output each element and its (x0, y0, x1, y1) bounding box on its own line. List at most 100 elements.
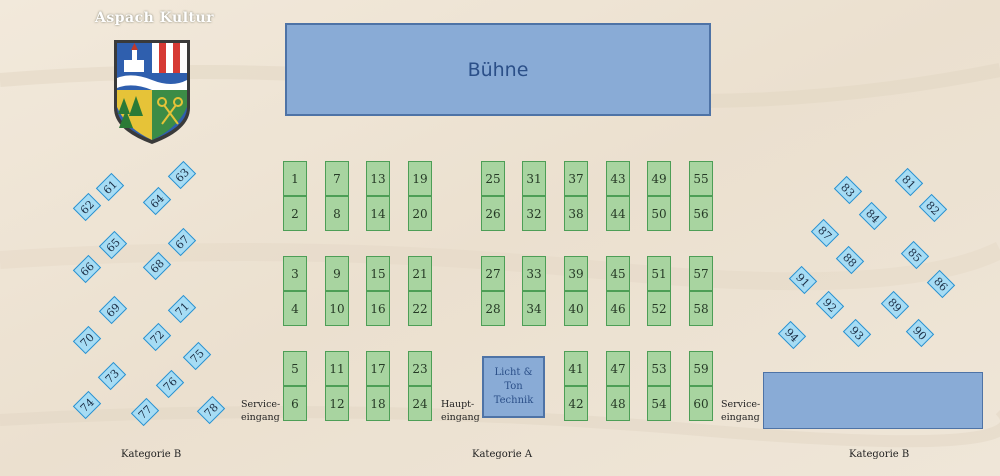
table-8[interactable]: 8 (325, 196, 349, 231)
table-2[interactable]: 2 (283, 196, 307, 231)
service-entrance-left: Service-eingang (241, 399, 281, 423)
table-81[interactable]: 81 (894, 167, 924, 197)
brand-title: Aspach Kultur (95, 10, 215, 26)
table-19[interactable]: 19 (408, 161, 432, 196)
table-32[interactable]: 32 (522, 196, 546, 231)
table-51[interactable]: 51 (647, 256, 671, 291)
table-43[interactable]: 43 (606, 161, 630, 196)
table-4[interactable]: 4 (283, 291, 307, 326)
table-44[interactable]: 44 (606, 196, 630, 231)
table-58[interactable]: 58 (689, 291, 713, 326)
table-84[interactable]: 84 (858, 201, 888, 231)
table-15[interactable]: 15 (366, 256, 390, 291)
table-60[interactable]: 60 (689, 386, 713, 421)
table-24[interactable]: 24 (408, 386, 432, 421)
table-42[interactable]: 42 (564, 386, 588, 421)
table-53[interactable]: 53 (647, 351, 671, 386)
table-64[interactable]: 64 (142, 186, 172, 216)
table-86[interactable]: 86 (926, 269, 956, 299)
table-50[interactable]: 50 (647, 196, 671, 231)
category-b-left-label: Kategorie B (121, 449, 182, 460)
table-17[interactable]: 17 (366, 351, 390, 386)
table-74[interactable]: 74 (72, 390, 102, 420)
light-sound-technik: Licht & Ton Technik (482, 356, 545, 418)
table-37[interactable]: 37 (564, 161, 588, 196)
category-b-right-label: Kategorie B (849, 449, 910, 460)
table-13[interactable]: 13 (366, 161, 390, 196)
table-82[interactable]: 82 (918, 193, 948, 223)
table-68[interactable]: 68 (142, 251, 172, 281)
table-57[interactable]: 57 (689, 256, 713, 291)
table-11[interactable]: 11 (325, 351, 349, 386)
table-75[interactable]: 75 (182, 341, 212, 371)
table-27[interactable]: 27 (481, 256, 505, 291)
table-54[interactable]: 54 (647, 386, 671, 421)
table-10[interactable]: 10 (325, 291, 349, 326)
table-7[interactable]: 7 (325, 161, 349, 196)
table-12[interactable]: 12 (325, 386, 349, 421)
table-14[interactable]: 14 (366, 196, 390, 231)
table-61[interactable]: 61 (95, 172, 125, 202)
table-38[interactable]: 38 (564, 196, 588, 231)
table-85[interactable]: 85 (900, 240, 930, 270)
table-56[interactable]: 56 (689, 196, 713, 231)
table-47[interactable]: 47 (606, 351, 630, 386)
table-72[interactable]: 72 (142, 322, 172, 352)
side-bar-block (763, 372, 983, 429)
stage: Bühne (285, 23, 711, 116)
table-28[interactable]: 28 (481, 291, 505, 326)
table-41[interactable]: 41 (564, 351, 588, 386)
table-49[interactable]: 49 (647, 161, 671, 196)
table-20[interactable]: 20 (408, 196, 432, 231)
table-91[interactable]: 91 (788, 265, 818, 295)
table-89[interactable]: 89 (880, 290, 910, 320)
table-92[interactable]: 92 (815, 290, 845, 320)
table-39[interactable]: 39 (564, 256, 588, 291)
table-1[interactable]: 1 (283, 161, 307, 196)
service-entrance-right: Service-eingang (721, 399, 761, 423)
table-25[interactable]: 25 (481, 161, 505, 196)
table-73[interactable]: 73 (97, 361, 127, 391)
table-62[interactable]: 62 (72, 192, 102, 222)
table-45[interactable]: 45 (606, 256, 630, 291)
table-77[interactable]: 77 (130, 397, 160, 427)
table-55[interactable]: 55 (689, 161, 713, 196)
table-40[interactable]: 40 (564, 291, 588, 326)
table-83[interactable]: 83 (833, 175, 863, 205)
table-59[interactable]: 59 (689, 351, 713, 386)
table-18[interactable]: 18 (366, 386, 390, 421)
main-entrance: Haupt-eingang (441, 399, 480, 423)
table-65[interactable]: 65 (98, 230, 128, 260)
table-93[interactable]: 93 (842, 318, 872, 348)
table-63[interactable]: 63 (167, 160, 197, 190)
table-26[interactable]: 26 (481, 196, 505, 231)
table-88[interactable]: 88 (835, 245, 865, 275)
table-23[interactable]: 23 (408, 351, 432, 386)
table-78[interactable]: 78 (196, 395, 226, 425)
table-71[interactable]: 71 (167, 294, 197, 324)
table-3[interactable]: 3 (283, 256, 307, 291)
table-22[interactable]: 22 (408, 291, 432, 326)
table-5[interactable]: 5 (283, 351, 307, 386)
table-16[interactable]: 16 (366, 291, 390, 326)
table-34[interactable]: 34 (522, 291, 546, 326)
table-48[interactable]: 48 (606, 386, 630, 421)
table-46[interactable]: 46 (606, 291, 630, 326)
table-21[interactable]: 21 (408, 256, 432, 291)
table-6[interactable]: 6 (283, 386, 307, 421)
table-70[interactable]: 70 (72, 325, 102, 355)
table-31[interactable]: 31 (522, 161, 546, 196)
table-66[interactable]: 66 (72, 254, 102, 284)
table-90[interactable]: 90 (905, 318, 935, 348)
table-87[interactable]: 87 (810, 218, 840, 248)
coat-of-arms-icon (114, 40, 190, 144)
table-33[interactable]: 33 (522, 256, 546, 291)
table-67[interactable]: 67 (167, 227, 197, 257)
table-52[interactable]: 52 (647, 291, 671, 326)
table-9[interactable]: 9 (325, 256, 349, 291)
table-69[interactable]: 69 (98, 295, 128, 325)
table-76[interactable]: 76 (155, 369, 185, 399)
table-94[interactable]: 94 (777, 320, 807, 350)
category-a-label: Kategorie A (472, 449, 533, 460)
